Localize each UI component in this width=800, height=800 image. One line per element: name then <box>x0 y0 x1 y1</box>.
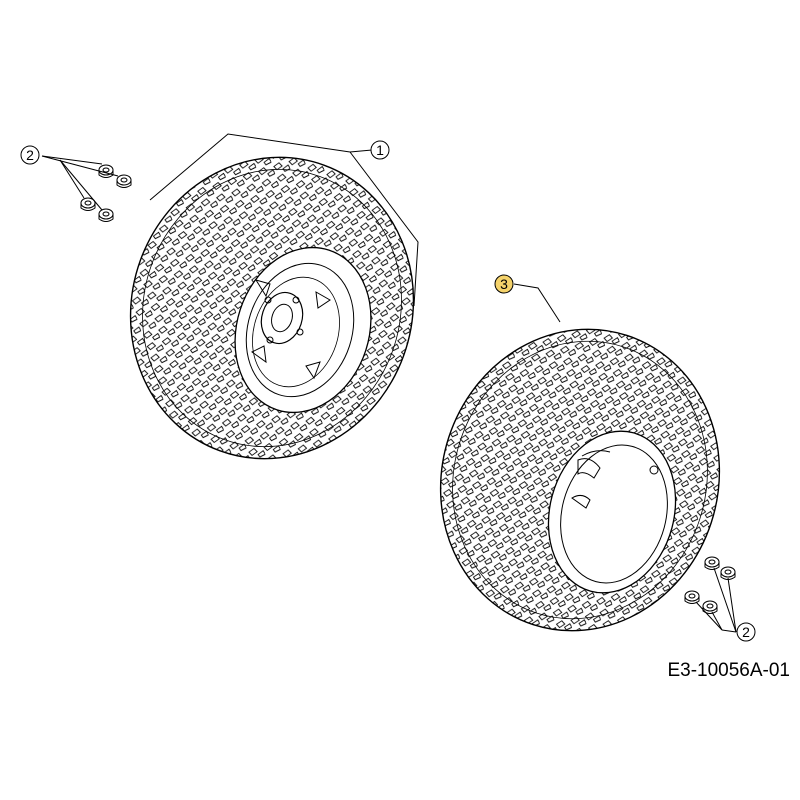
callout-3-label: 3 <box>500 276 508 292</box>
callout-1: 1 <box>370 140 390 160</box>
rim-2 <box>547 430 677 594</box>
lug-nuts-bottom <box>684 556 736 614</box>
callout-2-top-label: 2 <box>26 147 34 163</box>
callout-1-label: 1 <box>376 142 384 158</box>
callout-2-bottom-label: 2 <box>742 624 750 640</box>
callout-2-bottom: 2 <box>736 622 756 642</box>
wheel-1 <box>100 140 440 480</box>
callout-3: 3 <box>494 274 514 294</box>
lug-nuts-top <box>80 164 132 222</box>
drawing-code: E3-10056A-01 <box>667 660 790 681</box>
leader-lines <box>41 133 737 633</box>
hub-1 <box>251 279 331 380</box>
callout-2-top: 2 <box>20 145 40 165</box>
